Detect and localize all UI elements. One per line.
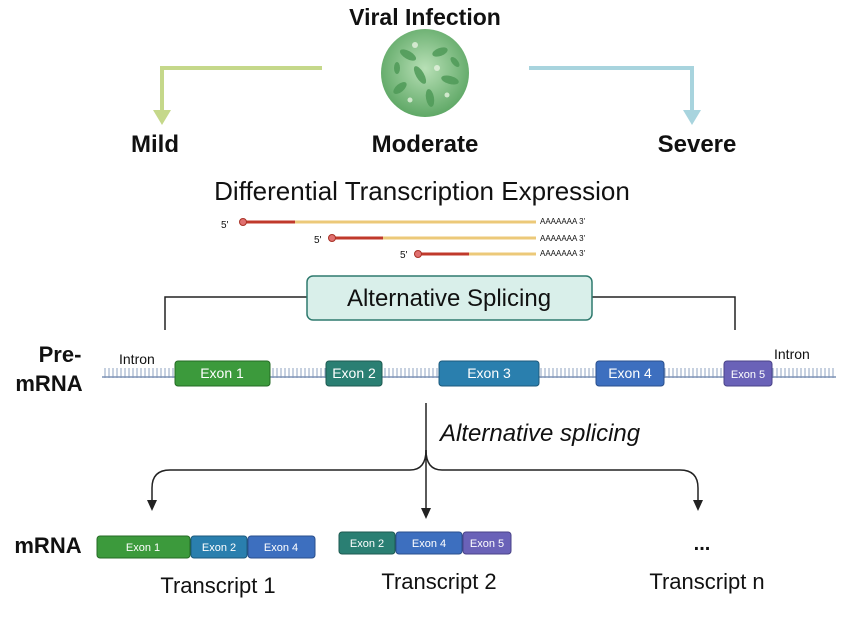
mild-arrow <box>153 66 322 125</box>
virus-icon <box>381 29 469 117</box>
premrna-exon-2: Exon 2 <box>325 360 383 387</box>
premrna-label-line2: mRNA <box>15 371 82 396</box>
svg-text:5': 5' <box>314 235 322 246</box>
intron-label-left: Intron <box>119 351 155 367</box>
transcript-2: Exon 2 Exon 4 Exon 5 <box>338 531 512 555</box>
alternative-splicing-label: Alternative Splicing <box>347 285 551 312</box>
transcript-line-1: 5' AAAAAAA 3' <box>221 217 586 231</box>
intron-label-right: Intron <box>774 346 810 362</box>
transcript-1-label: Transcript 1 <box>160 573 275 598</box>
premrna-exon-4: Exon 4 <box>595 360 665 387</box>
svg-text:Exon 5: Exon 5 <box>731 369 765 381</box>
arrow-head-left <box>147 500 157 511</box>
moderate-label: Moderate <box>372 131 479 158</box>
splicing-bracket <box>164 296 307 330</box>
transcript-2-label: Transcript 2 <box>381 569 496 594</box>
svg-text:Exon 1: Exon 1 <box>126 542 160 554</box>
severe-label: Severe <box>658 131 737 158</box>
svg-text:Exon 2: Exon 2 <box>332 365 376 381</box>
svg-text:Exon 2: Exon 2 <box>350 538 384 550</box>
svg-text:5': 5' <box>221 220 229 231</box>
expression-title: Differential Transcription Expression <box>214 176 630 206</box>
splicing-bracket-right <box>592 296 736 330</box>
svg-text:5': 5' <box>400 250 408 261</box>
svg-text:Exon 5: Exon 5 <box>470 538 504 550</box>
premrna-label-line1: Pre- <box>39 342 82 367</box>
svg-text:Exon 2: Exon 2 <box>202 542 236 554</box>
svg-text:AAAAAAA 3': AAAAAAA 3' <box>540 217 586 226</box>
transcript-line-3: 5' AAAAAAA 3' <box>400 249 586 261</box>
svg-text:AAAAAAA 3': AAAAAAA 3' <box>540 234 586 243</box>
mrna-label: mRNA <box>14 533 81 558</box>
ellipsis: ... <box>694 533 711 555</box>
arrow-head-right <box>693 500 703 511</box>
transcript-1: Exon 1 Exon 2 Exon 4 <box>96 535 316 559</box>
alternative-splicing-box <box>306 275 593 321</box>
transcript-n-label: Transcript n <box>649 569 764 594</box>
svg-text:Exon 4: Exon 4 <box>608 365 652 381</box>
svg-text:Exon 3: Exon 3 <box>467 365 511 381</box>
premrna-exon-5: Exon 5 <box>723 360 773 387</box>
branch-arrows <box>151 403 699 510</box>
premrna-exon-1: Exon 1 <box>174 360 271 387</box>
svg-text:Exon 4: Exon 4 <box>412 538 446 550</box>
mild-label: Mild <box>131 131 179 158</box>
transcript-line-2: 5' AAAAAAA 3' <box>314 234 586 246</box>
severe-arrow <box>529 66 701 125</box>
premrna-exon-3: Exon 3 <box>438 360 540 387</box>
svg-text:Exon 1: Exon 1 <box>200 365 244 381</box>
arrow-head-center <box>421 508 431 519</box>
viral-infection-title: Viral Infection <box>349 4 501 30</box>
svg-text:AAAAAAA 3': AAAAAAA 3' <box>540 249 586 258</box>
svg-text:Exon 4: Exon 4 <box>264 542 298 554</box>
alternative-splicing-process-label: Alternative splicing <box>438 420 641 447</box>
